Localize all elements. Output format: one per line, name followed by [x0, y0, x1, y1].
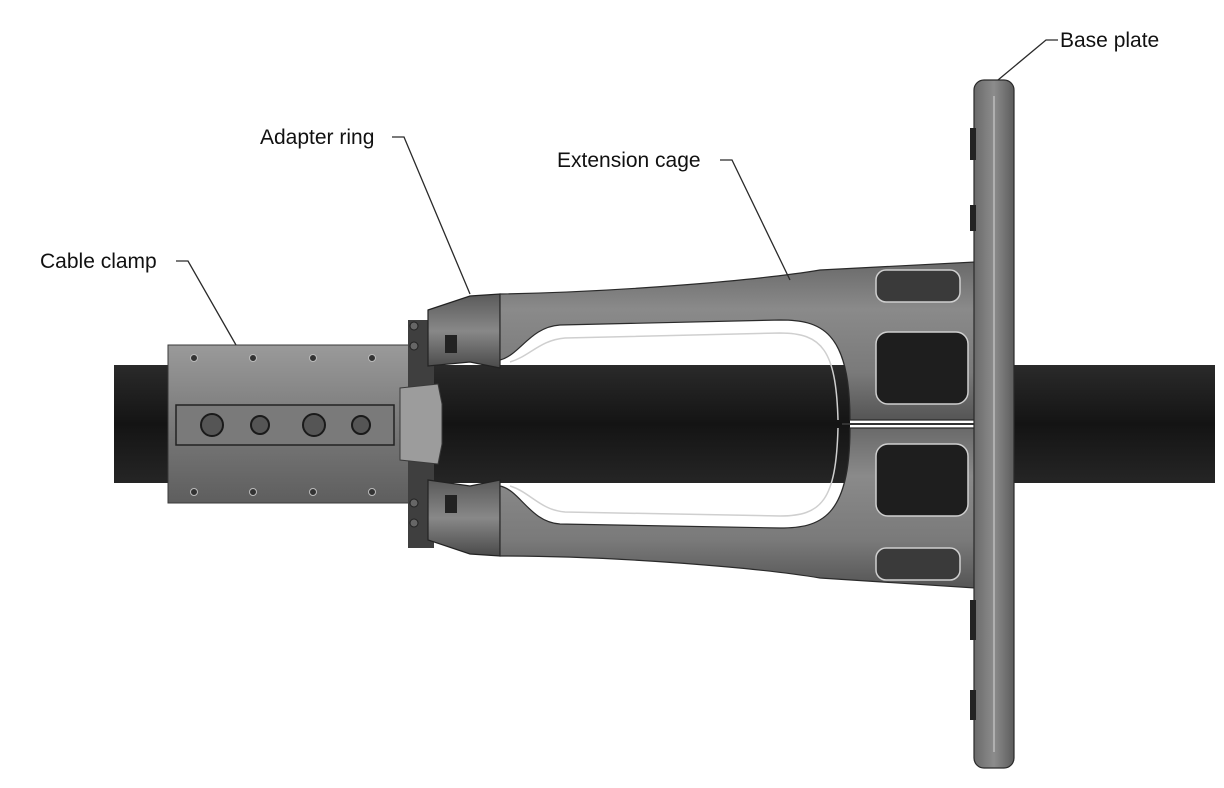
extension-cage-leader [720, 159, 791, 281]
cable-clamp-label: Cable clamp [40, 250, 157, 273]
cable-clamp-leader [176, 260, 237, 346]
base-plate-leader [997, 39, 1058, 81]
base-plate [970, 79, 1015, 769]
extension-cage [499, 261, 976, 589]
cable-left [114, 365, 176, 483]
extension-cage-label: Extension cage [557, 149, 701, 172]
base-plate-label: Base plate [1060, 29, 1159, 52]
adapter-ring-label: Adapter ring [260, 126, 374, 149]
adapter-ring [399, 293, 501, 557]
cable-right [1010, 365, 1215, 483]
cable-clamp [167, 344, 413, 504]
cable-middle [430, 365, 850, 483]
adapter-ring-leader [392, 136, 471, 295]
